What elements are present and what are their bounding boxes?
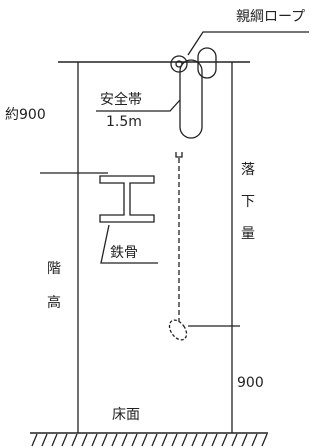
fall-char-1: 落 — [241, 162, 255, 178]
rope-label: 親綱ロープ — [236, 9, 306, 25]
i-beam-icon — [99, 175, 155, 223]
dummy-icon — [168, 319, 188, 341]
floor-height-char-2: 高 — [47, 295, 61, 311]
hook-icon — [175, 152, 183, 158]
carabiner-icon — [170, 55, 188, 73]
floor-height-char-1: 階 — [47, 261, 61, 277]
lanyard-loop — [179, 59, 203, 139]
floor-hatching — [31, 433, 268, 447]
bottom-dimension-label: 900 — [237, 375, 264, 391]
harness-leader-line — [96, 99, 181, 112]
floor-height-label: 階 高 — [47, 262, 61, 310]
fall-char-2: 下 — [241, 194, 255, 210]
fall-distance-label: 落 下 量 — [241, 163, 255, 241]
harness-label: 安全帯 — [100, 92, 142, 108]
floor-label: 床面 — [112, 407, 140, 423]
beam-label: 鉄骨 — [110, 245, 138, 261]
rope-leader-line — [187, 31, 309, 56]
beam-leader-line — [100, 224, 158, 264]
height-top-label: 約900 — [5, 107, 46, 123]
lanyard-tag — [197, 47, 217, 79]
fall-char-3: 量 — [241, 226, 255, 242]
harness-length-label: 1.5m — [106, 114, 142, 130]
